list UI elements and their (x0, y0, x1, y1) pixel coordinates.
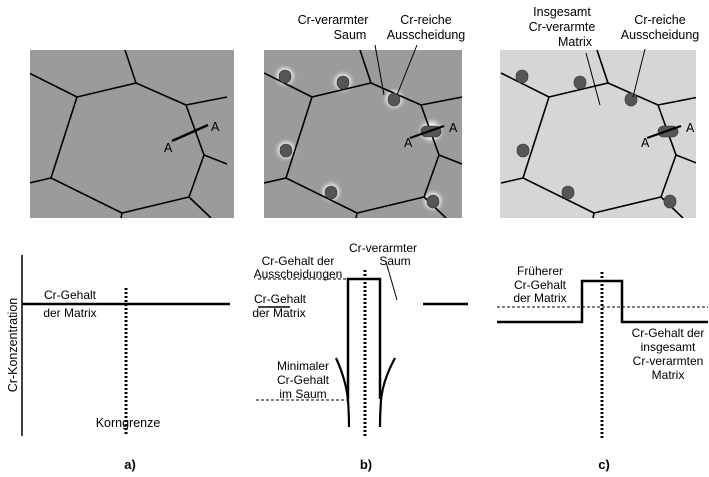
panel-b-micrograph: A A Cr-verarmter Saum Cr-reiche Ausschei… (264, 13, 465, 218)
precipitate-content-label-2: Ausscheidungen (254, 267, 343, 281)
section-label-start: A (404, 136, 413, 150)
min-label-2: Cr-Gehalt (277, 373, 330, 387)
depleted-zone-label-1: Cr-verarmter (349, 241, 417, 255)
former-label-2: Cr-Gehalt (514, 278, 567, 292)
matrix-label-3: Matrix (558, 35, 593, 49)
matrix-label-2: der Matrix (252, 306, 305, 320)
section-label-end: A (211, 120, 220, 134)
depleted-zone-label-2: Saum (379, 254, 410, 268)
section-line (171, 123, 209, 143)
panel-a-micrograph: A A (30, 50, 234, 218)
panel-b-profile: Cr-verarmter Saum Cr-Gehalt der Ausschei… (252, 241, 468, 436)
grain-boundary-label: Korngrenze (96, 416, 161, 430)
former-label-3: der Matrix (513, 291, 566, 305)
caption-a: a) (124, 457, 136, 472)
panel-c-micrograph: A A Insgesamt Cr-verarmte Matrix Cr-reic… (500, 5, 699, 218)
depleted-label-3: Cr-verarmten (633, 354, 704, 368)
matrix-label-1: Cr-Gehalt (44, 288, 97, 302)
caption-b: b) (360, 457, 372, 472)
precipitate-label-1: Cr-reiche (400, 13, 451, 27)
panel-c-profile: Früherer Cr-Gehalt der Matrix Cr-Gehalt … (497, 264, 708, 438)
y-axis-label: Cr-Konzentration (6, 298, 20, 393)
panel-a-profile: Cr-Konzentration Cr-Gehalt der Matrix Ko… (6, 255, 230, 436)
section-label-start: A (164, 141, 173, 155)
depleted-label-1: Cr-Gehalt der (632, 326, 705, 340)
section-label-end: A (449, 121, 458, 135)
depleted-label-4: Matrix (652, 368, 685, 382)
depleted-zone-label-1: Cr-verarmter (298, 13, 369, 27)
section-label-start: A (641, 136, 650, 150)
min-label-1: Minimaler (277, 359, 329, 373)
precipitate-label-2: Ausscheidung (621, 28, 700, 42)
matrix-label-2: Cr-verarmte (529, 20, 596, 34)
former-label-1: Früherer (517, 264, 563, 278)
precipitate-label-2: Ausscheidung (387, 28, 466, 42)
section-label-end: A (686, 121, 695, 135)
caption-c: c) (598, 457, 610, 472)
matrix-label-1: Insgesamt (533, 5, 591, 19)
matrix-label-1: Cr-Gehalt (254, 292, 307, 306)
precipitate-content-label-1: Cr-Gehalt der (262, 254, 335, 268)
matrix-label-2: der Matrix (43, 306, 96, 320)
depleted-zone-label-2: Saum (334, 28, 367, 42)
min-label-3: im Saum (279, 387, 326, 401)
precipitate-label-1: Cr-reiche (634, 13, 685, 27)
depleted-label-2: insgesamt (641, 340, 696, 354)
